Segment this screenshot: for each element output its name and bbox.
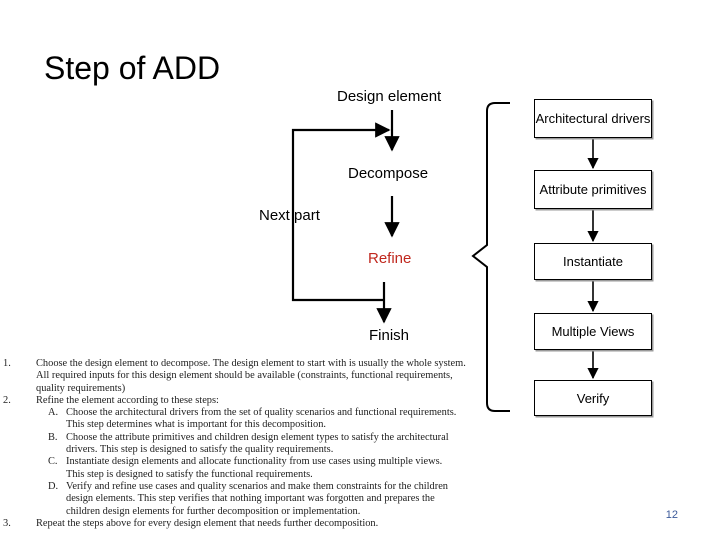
sub-step-letter: B. [48, 431, 58, 443]
step-text-line: quality requirements) [36, 382, 126, 394]
sub-step-text-line: design elements. This step verifies that… [66, 493, 435, 505]
sub-step-text-line: children design elements for further dec… [66, 505, 361, 517]
attribute-primitives-label: Attribute primitives [539, 182, 647, 197]
sub-step-letter: C. [48, 456, 58, 468]
step-text-line: All required inputs for this design elem… [36, 370, 453, 382]
sub-step-text-line: This step determines what is important f… [66, 419, 327, 431]
sub-step-text-line: Choose the architectural drivers from th… [66, 407, 457, 419]
step-number: 2. [3, 394, 11, 406]
instantiate-box: Instantiate [534, 243, 652, 280]
sub-step-letter: D. [48, 480, 59, 492]
instantiate-label: Instantiate [563, 254, 623, 269]
sub-step-text-line: This step is designed to satisfy the fun… [66, 468, 313, 480]
verify-label: Verify [576, 390, 610, 406]
step-item: 3. Repeat the steps above for every desig… [3, 518, 475, 530]
step-number: 1. [3, 358, 11, 369]
bracket [471, 102, 510, 412]
step-text-line: Repeat the steps above for every design … [36, 517, 379, 529]
refine-label: Refine [368, 250, 412, 267]
sub-step-text-line: Choose the attribute primitives and chil… [66, 431, 449, 443]
sub-step-letter: A. [48, 407, 59, 419]
sub-step-text-line: Instantiate design elements and allocate… [66, 456, 443, 468]
architectural-drivers-label: Architectural drivers [535, 111, 651, 126]
multiple-views-box: Multiple Views [534, 313, 652, 350]
architectural-drivers-box: Architectural drivers [534, 99, 652, 138]
slide-title: Step of ADD [44, 50, 221, 86]
step-text-line: Choose the design element to decompose. … [36, 358, 466, 369]
sub-step-item: B. Choose the attribute primitives and ch… [3, 432, 475, 457]
step-number: 3. [3, 517, 11, 529]
sub-step-item: C. Instantiate design elements and alloca… [3, 456, 475, 481]
step-text-line: Refine the element according to these st… [36, 394, 219, 406]
step-item: 2. Refine the element according to these … [3, 395, 475, 407]
steps-list: 1. Choose the design element to decompose… [3, 358, 475, 530]
sub-step-text-line: drivers. This step is designed to satisf… [66, 444, 334, 456]
page-number: 12 [665, 509, 678, 521]
next-part-label: Next part [259, 207, 320, 224]
sub-step-item: A. Choose the architectural drivers from … [3, 407, 475, 432]
design-element-label: Design element [337, 88, 442, 105]
step-item: 1. Choose the design element to decompose… [3, 358, 475, 395]
decompose-label: Decompose [348, 165, 429, 182]
sub-step-text-line: Verify and refine use cases and quality … [66, 480, 449, 492]
finish-label: Finish [369, 327, 410, 344]
multiple-views-label: Multiple Views [551, 324, 635, 339]
sub-step-item: D. Verify and refine use cases and qualit… [3, 481, 475, 518]
verify-box: Verify [534, 380, 652, 416]
attribute-primitives-box: Attribute primitives [534, 170, 652, 209]
next-part-loop [291, 122, 391, 302]
